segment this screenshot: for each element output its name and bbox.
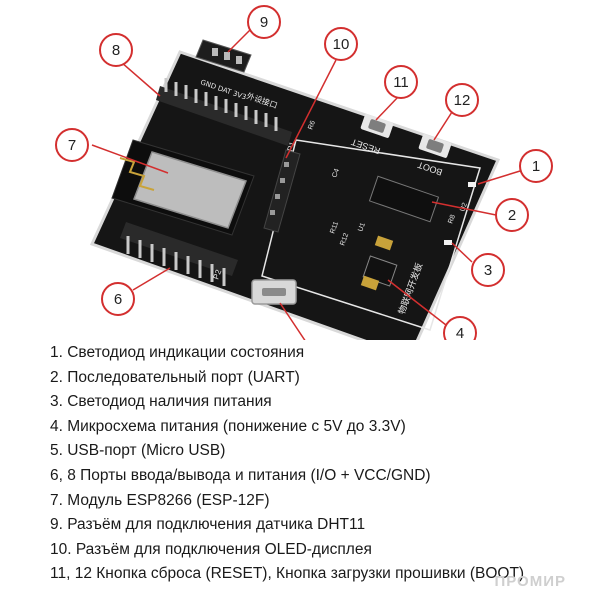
callout-3: 3	[471, 253, 505, 287]
silk-r12: R12	[339, 232, 350, 247]
callout-2: 2	[495, 198, 529, 232]
dht11-connector	[195, 39, 252, 73]
power-led	[444, 240, 452, 245]
callout-11: 11	[384, 65, 418, 99]
callout-4: 4	[443, 316, 477, 340]
callout-3-label: 3	[484, 262, 492, 279]
reset-button	[360, 114, 394, 138]
silk-p2: P2	[211, 268, 223, 281]
callout-7-label: 7	[68, 137, 76, 154]
legend-item: 4. Микросхема питания (понижение с 5V до…	[50, 417, 406, 435]
oled-connector	[263, 149, 301, 233]
legend-item: 9. Разъём для подключения датчика DHT11	[50, 516, 366, 534]
component-legend: 1. Светодиод индикации состояния 2. Посл…	[50, 341, 570, 587]
legend-item: 5. USB-порт (Micro USB)	[50, 442, 226, 460]
callout-9-label: 9	[260, 14, 268, 31]
legend-item: 1. Светодиод индикации состояния	[50, 344, 305, 361]
silk-c4: C4	[331, 168, 341, 179]
callout-10: 10	[324, 27, 358, 61]
silk-r8: R8	[447, 214, 457, 225]
callout-6-label: 6	[114, 291, 122, 308]
callout-11-label: 11	[393, 74, 409, 91]
legend-item: 6, 8 Порты ввода/вывода и питания (I/O +…	[50, 466, 431, 484]
callout-7: 7	[55, 128, 89, 162]
legend-item: 11, 12 Кнопка сброса (RESET), Кнопка заг…	[50, 565, 525, 583]
legend-item: 7. Модуль ESP8266 (ESP-12F)	[50, 491, 270, 509]
silk-u1: U1	[357, 222, 367, 233]
watermark: ПРОМИР	[494, 573, 566, 590]
callout-4-label: 4	[456, 325, 464, 340]
io-header-top	[156, 78, 292, 146]
callout-12: 12	[445, 83, 479, 117]
board-diagram: GND DAT 3V3 外设接口 P2 P1 RESET B	[55, 5, 553, 340]
silk-r11: R11	[329, 221, 340, 235]
legend-item: 3. Светодиод наличия питания	[50, 393, 272, 411]
legend-item: 10. Разъём для подключения OLED-дисплея	[50, 540, 372, 558]
callout-8-label: 8	[112, 42, 120, 59]
micro-usb-port	[251, 279, 297, 305]
callout-6: 6	[101, 282, 135, 316]
callout-10-label: 10	[333, 36, 350, 53]
io-header-bottom	[120, 222, 238, 286]
callout-1-label: 1	[532, 158, 540, 175]
callout-12-label: 12	[454, 92, 471, 109]
uart-chip	[368, 175, 440, 223]
callout-leaders	[91, 29, 521, 340]
silk-r6: R6	[307, 120, 317, 131]
callout-1: 1	[519, 149, 553, 183]
silk-u2: U2	[459, 202, 469, 213]
status-led	[468, 182, 476, 187]
callout-2-label: 2	[508, 207, 516, 224]
legend-item: 2. Последовательный порт (UART)	[50, 368, 300, 386]
callout-9: 9	[247, 5, 281, 39]
power-regulator	[360, 235, 398, 291]
callout-8: 8	[99, 33, 133, 67]
boot-button	[418, 134, 452, 158]
